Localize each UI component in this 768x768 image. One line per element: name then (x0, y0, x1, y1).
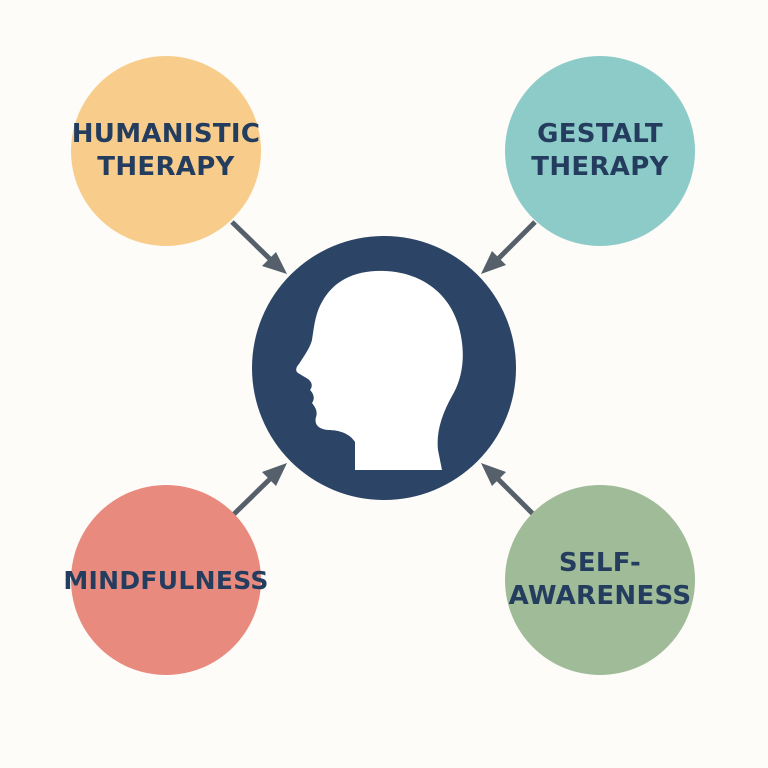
arrow-humanistic-to-center (230, 220, 287, 274)
human-head-profile-icon (296, 270, 463, 470)
node-label-line: HUMANISTIC (71, 119, 261, 149)
arrow-gestalt-to-center (481, 220, 537, 274)
node-label-line: THERAPY (97, 152, 235, 182)
node-humanistic-therapy: HUMANISTIC THERAPY (71, 56, 261, 246)
arrow-self-awareness-to-center (481, 463, 537, 518)
node-label-line: MINDFULNESS (63, 565, 269, 595)
node-self-awareness: SELF- AWARENESS (505, 485, 695, 675)
node-mindfulness: MINDFULNESS (63, 485, 268, 675)
center-circle (252, 236, 516, 500)
arrow-mindfulness-to-center (230, 463, 287, 518)
node-label-line: THERAPY (531, 152, 669, 182)
node-label-line: SELF- (558, 548, 642, 578)
node-gestalt-therapy: GESTALT THERAPY (505, 56, 695, 246)
node-label-line: AWARENESS (508, 581, 692, 611)
node-label-line: GESTALT (537, 119, 663, 149)
